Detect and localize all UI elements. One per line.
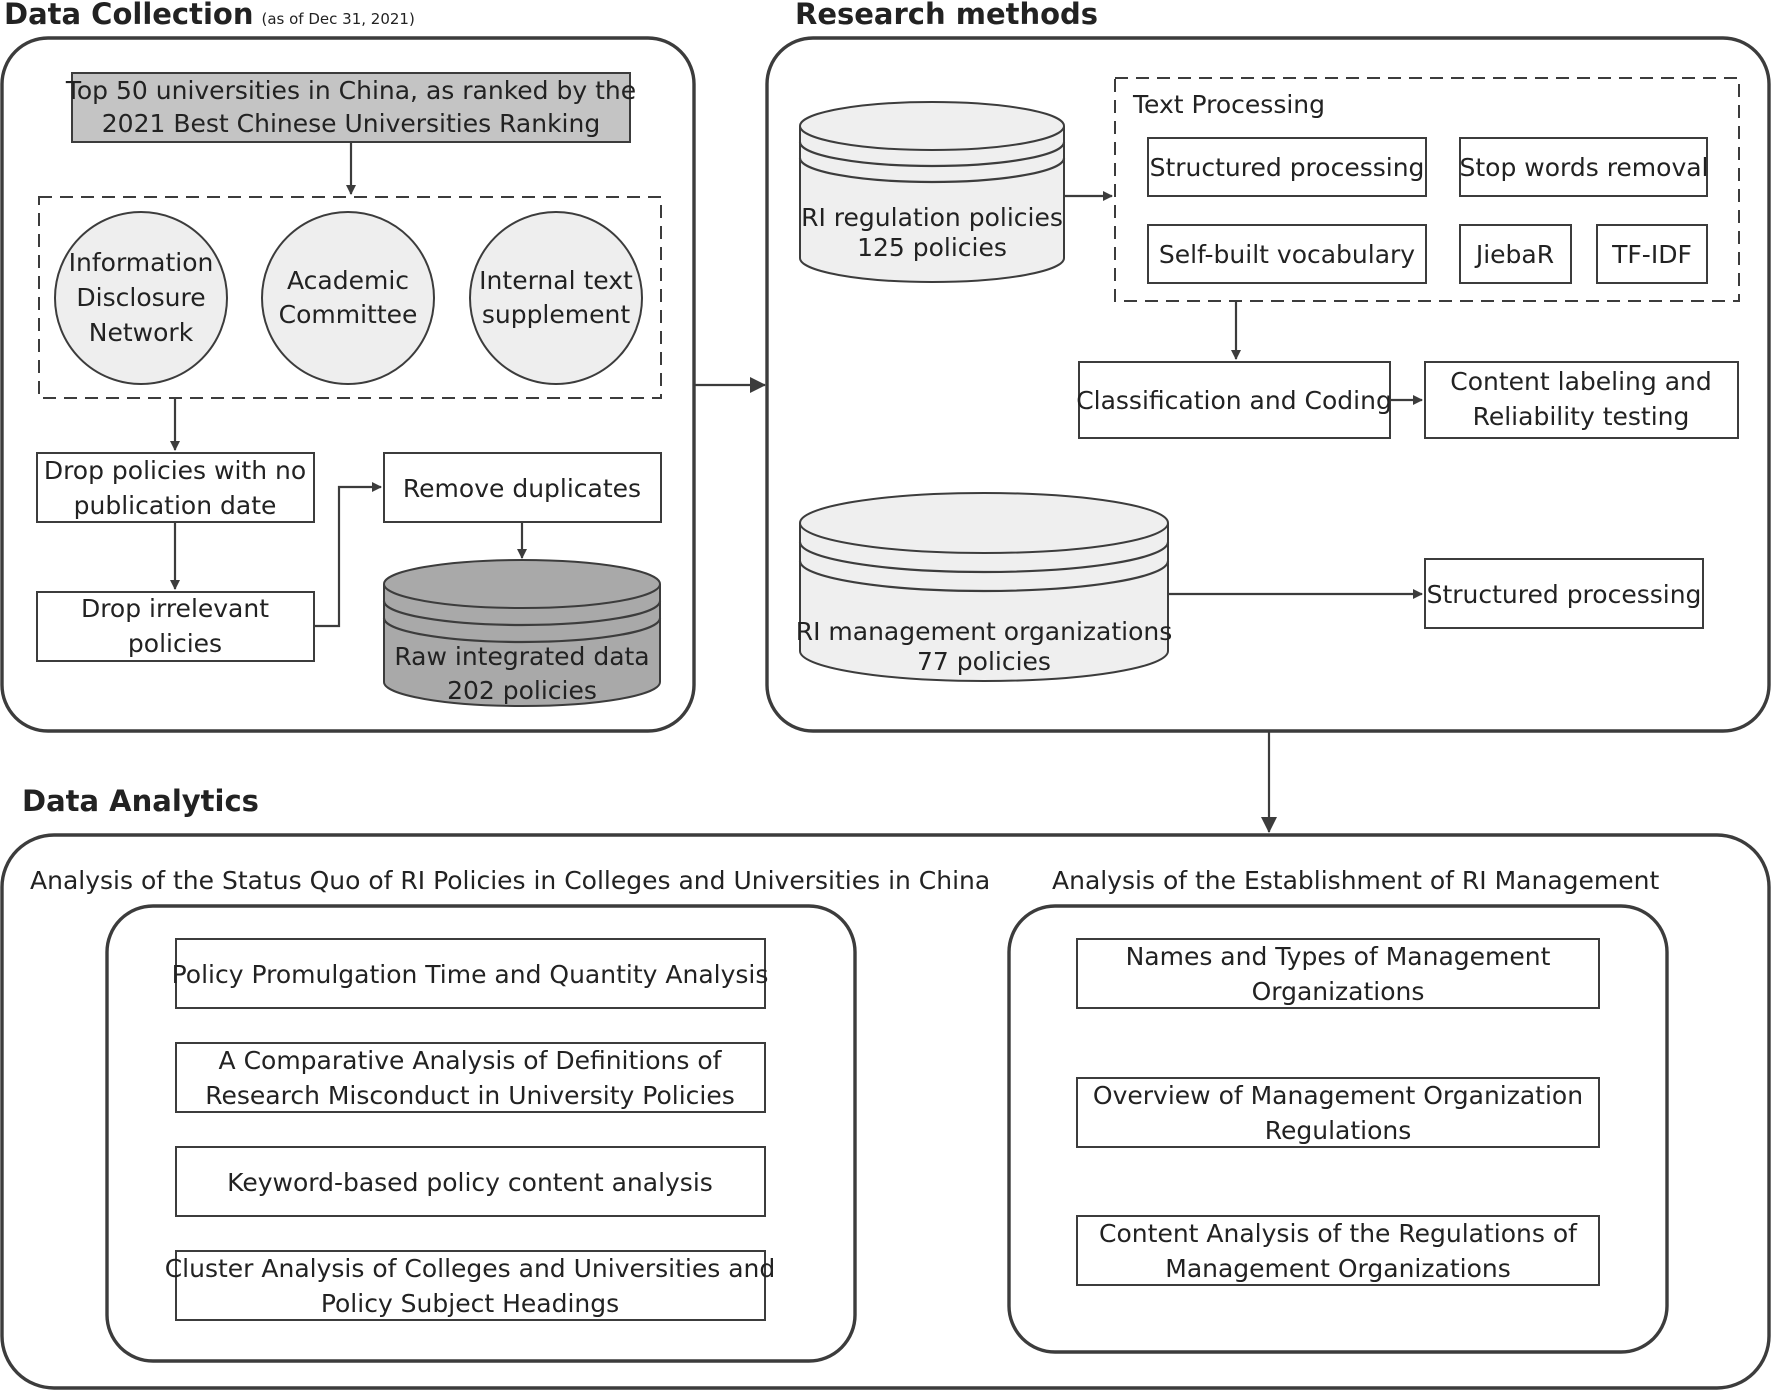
drop-no-date-box: Drop policies with no publication date: [36, 452, 315, 523]
content-labeling-box: Content labeling and Reliability testing: [1424, 361, 1739, 439]
management-db-label: RI management organizations: [796, 617, 1173, 646]
right-item-2: Overview of Management Organization Regu…: [1076, 1077, 1600, 1148]
labeling-line-2: Reliability testing: [1473, 402, 1690, 431]
status-quo-analysis-panel: [105, 904, 857, 1363]
stop-words-box: [1459, 137, 1708, 197]
drop-irrelevant-line-2: policies: [128, 629, 222, 658]
source-1-line-3: Network: [89, 318, 194, 347]
right-item-2-line-2: Regulations: [1265, 1116, 1412, 1145]
status-quo-analysis-title: Analysis of the Status Quo of RI Policie…: [30, 866, 990, 895]
data-analytics-section: Data Analytics Analysis of the Status Qu…: [0, 784, 1771, 1390]
source-universities-box: Top 50 universities in China, as ranked …: [65, 72, 636, 143]
ri-management-organizations-cylinder: RI management organizations 77 policies: [796, 492, 1173, 682]
svg-text:Data Collection(as of Dec 31,: Data Collection (as of Dec 31, 2021): [4, 0, 415, 31]
data-collection-note: (as of Dec 31, 2021): [262, 10, 415, 28]
labeling-line-1: Content labeling and: [1450, 367, 1711, 396]
left-item-2-line-2: Research Misconduct in University Polici…: [205, 1081, 735, 1110]
structured-processing-label: Structured processing: [1150, 153, 1425, 182]
drop-no-date-line-2: publication date: [74, 491, 277, 520]
source-1-line-1: Information: [69, 248, 214, 277]
right-item-3: Content Analysis of the Regulations of M…: [1076, 1215, 1600, 1286]
management-db-count: 77 policies: [917, 647, 1051, 676]
text-processing-group: Text Processing Structured processing St…: [1114, 77, 1740, 302]
drop-no-date-line-1: Drop policies with no: [44, 456, 306, 485]
structured-processing-output-label: Structured processing: [1427, 580, 1702, 609]
tf-idf-box: [1596, 224, 1708, 284]
left-item-3-label: Keyword-based policy content analysis: [227, 1168, 713, 1197]
management-analysis-title: Analysis of the Establishment of RI Mana…: [1052, 866, 1659, 895]
text-processing-title: Text Processing: [1132, 90, 1325, 119]
raw-data-count: 202 policies: [447, 676, 597, 705]
regulation-db-count: 125 policies: [857, 233, 1007, 262]
right-item-1: Names and Types of Management Organizati…: [1076, 938, 1600, 1009]
regulation-db-label: RI regulation policies: [801, 203, 1063, 232]
data-analytics-title: Data Analytics: [22, 784, 259, 818]
source-2-line-1: Academic: [287, 266, 409, 295]
remove-duplicates-box: Remove duplicates: [383, 452, 662, 523]
data-collection-section: Data Collection (as of Dec 31, 2021) Top …: [0, 0, 696, 733]
drop-irrelevant-line-1: Drop irrelevant: [81, 594, 269, 623]
remove-duplicates-label: Remove duplicates: [403, 474, 641, 503]
right-item-3-line-1: Content Analysis of the Regulations of: [1099, 1219, 1578, 1248]
raw-data-label: Raw integrated data: [394, 642, 649, 671]
right-item-3-line-2: Management Organizations: [1165, 1254, 1510, 1283]
source-box-line-2: 2021 Best Chinese Universities Ranking: [102, 109, 600, 138]
classification-coding-box: Classification and Coding: [1076, 361, 1392, 439]
source-3-line-2: supplement: [482, 300, 631, 329]
classification-label: Classification and Coding: [1076, 386, 1392, 415]
research-methods-title: Research methods: [795, 0, 1098, 31]
source-information-disclosure-network: Information Disclosure Network: [54, 211, 228, 385]
structured-processing-box: [1147, 137, 1427, 197]
structured-processing-output-box: Structured processing: [1424, 558, 1704, 629]
left-item-4-line-1: Cluster Analysis of Colleges and Univers…: [165, 1254, 776, 1283]
left-item-2-line-1: A Comparative Analysis of Definitions of: [219, 1046, 723, 1075]
ri-regulation-policies-cylinder: RI regulation policies 125 policies: [798, 101, 1066, 283]
left-item-1-label: Policy Promulgation Time and Quantity An…: [172, 960, 769, 989]
source-academic-committee: Academic Committee: [261, 211, 435, 385]
source-1-line-2: Disclosure: [76, 283, 205, 312]
tf-idf-label: TF-IDF: [1611, 240, 1692, 269]
source-2-line-2: Committee: [279, 300, 418, 329]
source-box-line-1: Top 50 universities in China, as ranked …: [65, 76, 636, 105]
drop-irrelevant-box: Drop irrelevant policies: [36, 591, 315, 662]
left-item-3: Keyword-based policy content analysis: [175, 1146, 766, 1217]
left-item-4-line-2: Policy Subject Headings: [321, 1289, 619, 1318]
source-internal-text-supplement: Internal text supplement: [469, 211, 643, 385]
data-collection-title: Data Collection: [4, 0, 254, 31]
raw-integrated-data-cylinder: Raw integrated data 202 policies: [382, 559, 662, 707]
jiebar-label: JiebaR: [1474, 240, 1554, 269]
right-item-1-line-2: Organizations: [1252, 977, 1425, 1006]
jiebar-box: [1459, 224, 1572, 284]
self-built-vocabulary-box: [1147, 224, 1427, 284]
self-built-vocabulary-label: Self-built vocabulary: [1159, 240, 1415, 269]
left-item-1: Policy Promulgation Time and Quantity An…: [172, 938, 769, 1009]
sources-group: [38, 196, 662, 399]
right-item-1-line-1: Names and Types of Management: [1126, 942, 1551, 971]
research-methods-section: Research methods RI regulation policies …: [765, 0, 1771, 733]
source-3-line-1: Internal text: [479, 266, 633, 295]
stop-words-label: Stop words removal: [1459, 153, 1708, 182]
left-item-2: A Comparative Analysis of Definitions of…: [175, 1042, 766, 1113]
left-item-4: Cluster Analysis of Colleges and Univers…: [165, 1250, 776, 1321]
right-item-2-line-1: Overview of Management Organization: [1093, 1081, 1583, 1110]
